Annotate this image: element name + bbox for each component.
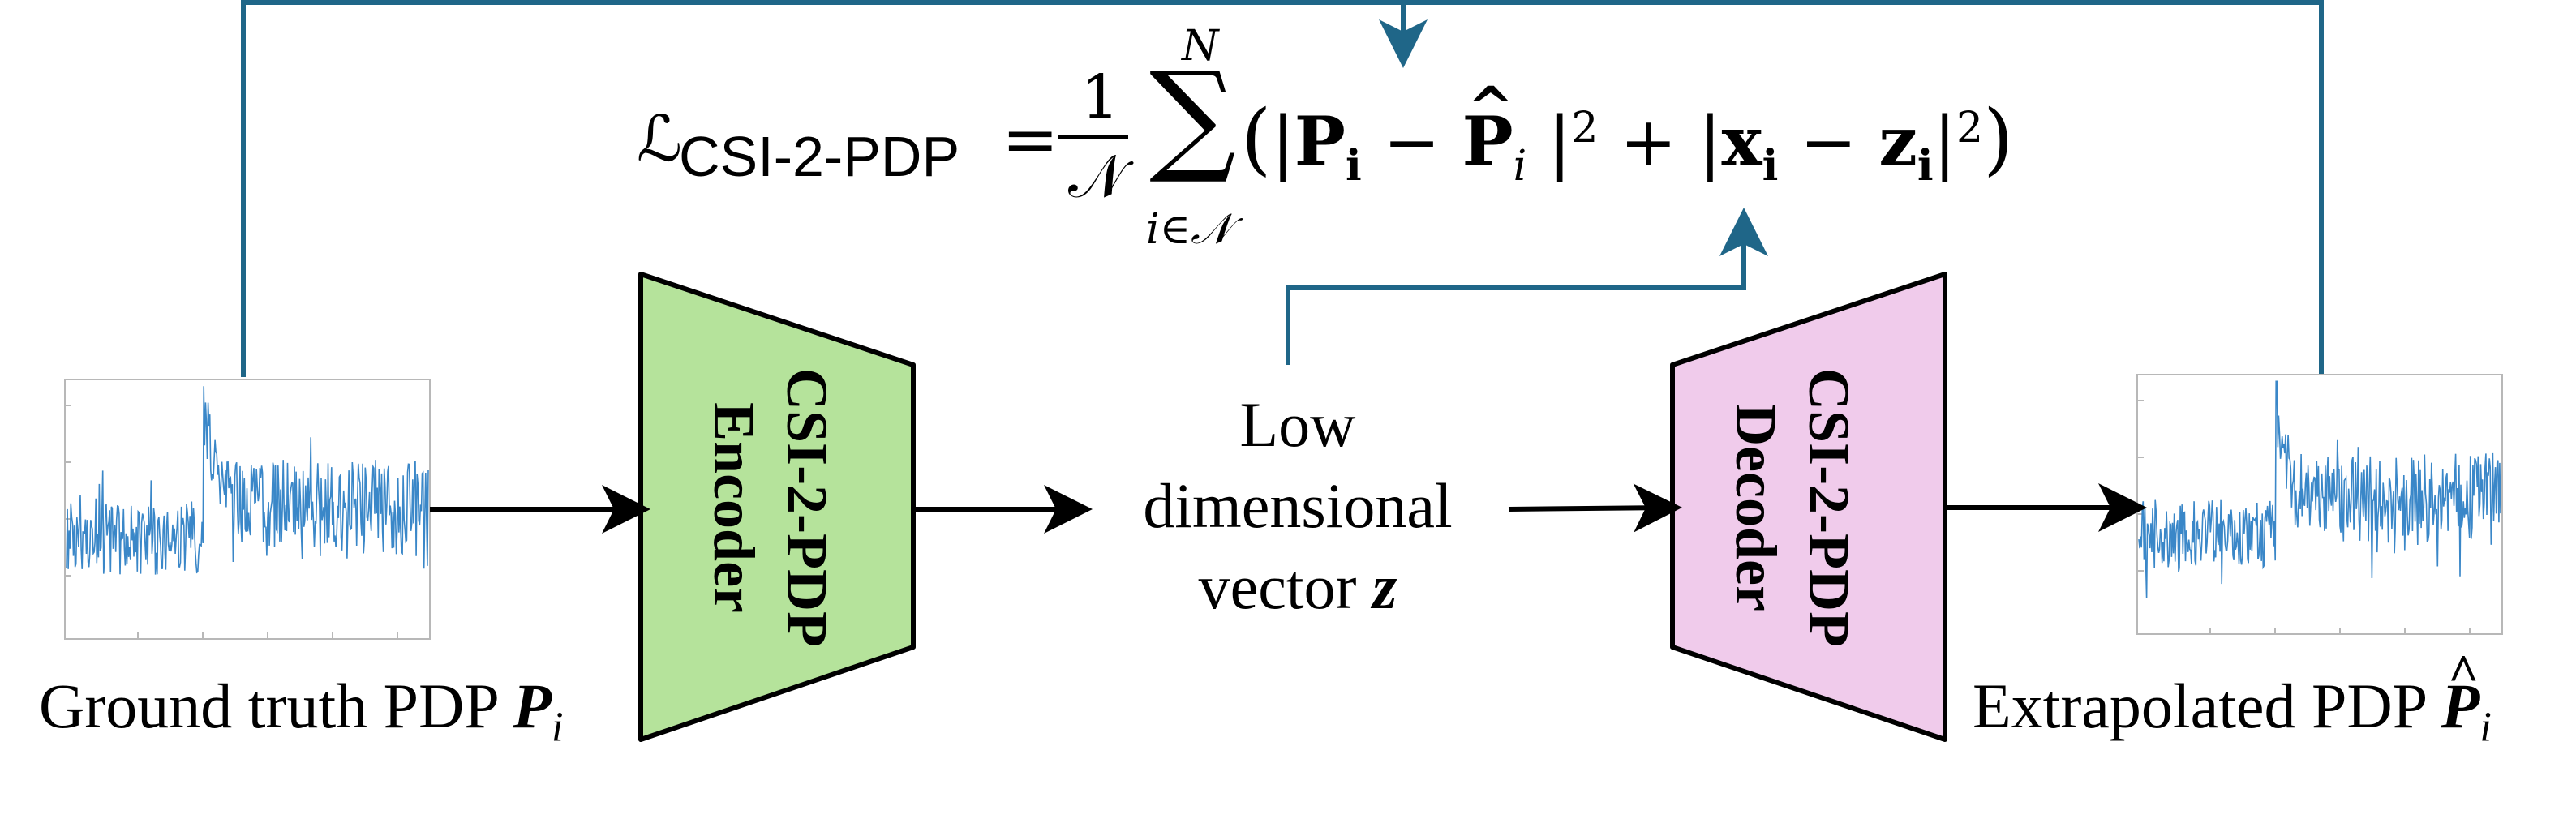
encoder-label-line2: Encoder (702, 402, 766, 613)
input-pdp-plot (64, 379, 431, 640)
term-x: x (1721, 101, 1762, 182)
input-pdp-signal (66, 386, 429, 575)
term-p-hat: P (1462, 101, 1513, 182)
fraction-bar (1058, 135, 1128, 139)
latent-var-z: z (1372, 551, 1397, 622)
decoder-block (1670, 272, 1947, 742)
fraction-numerator: 1 (1081, 62, 1120, 132)
loss-symbol: ℒ (637, 103, 683, 176)
output-pdp-plot (2136, 374, 2503, 635)
loss-terms: (|Pi − P^i |2 + |xi − zi|2) (1241, 74, 2014, 191)
sum-symbol: ∑ (1149, 46, 1237, 187)
term-p: P (1294, 101, 1346, 182)
decoder-label-line1: CSI-2-PDP (1797, 368, 1861, 647)
latent-feedback-arrow (1286, 208, 1768, 365)
input-caption: Ground truth PDP Pi (39, 671, 564, 751)
term-z: z (1878, 101, 1917, 182)
fraction-denominator: 𝒩 (1068, 142, 1126, 212)
decoder-label: CSI-2-PDP Decoder (1719, 305, 1865, 710)
flow-arrows (430, 483, 2147, 534)
encoder-label-line1: CSI-2-PDP (775, 368, 839, 647)
sum-upper-limit: N (1182, 22, 1219, 71)
encoder-block (638, 272, 916, 742)
latent-vector-label: Low dimensional vector z (1143, 389, 1453, 622)
output-caption: Extrapolated PDP P^i (1973, 644, 2492, 751)
loss-equation: ℒ CSI-2-PDP = 1 𝒩 N ∑ i∈𝒩 (|Pi − P^i |2 … (637, 22, 2014, 264)
loss-subscript: CSI-2-PDP (679, 125, 960, 188)
sum-lower-limit: i∈𝒩 (1146, 205, 1231, 254)
feedback-loop (241, 0, 2324, 377)
decoder-label-line2: Decoder (1724, 404, 1788, 611)
output-pdp-signal (2138, 380, 2501, 598)
latent-to-decoder-arrow (1508, 483, 1682, 533)
encoder-label: CSI-2-PDP Encoder (698, 305, 844, 710)
equals-sign: = (1002, 100, 1059, 179)
input-feedback-line (241, 0, 2324, 377)
